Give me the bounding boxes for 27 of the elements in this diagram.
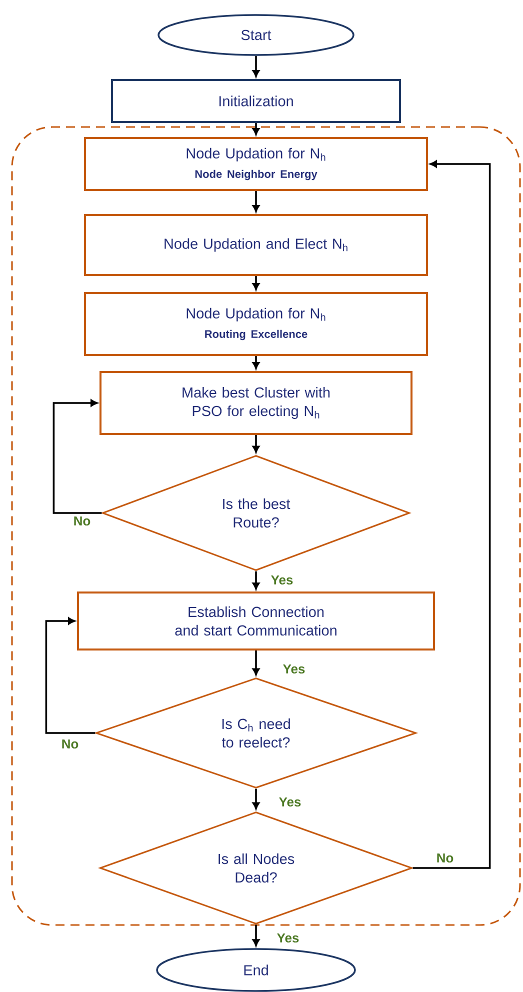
- process-box: Make best Cluster with PSO for electing N$_{h}$: [100, 371, 412, 435]
- edge-label: No: [437, 853, 454, 863]
- arrow: [252, 435, 260, 453]
- edge-label: No: [74, 516, 90, 526]
- dashed-region: [11, 126, 521, 926]
- arrow: [412, 160, 491, 869]
- arrow: [252, 191, 260, 212]
- arrow: [252, 276, 260, 290]
- process-box: Initialization: [111, 79, 401, 123]
- arrow: [252, 788, 260, 810]
- arrow: [252, 571, 260, 590]
- arrow: [252, 924, 260, 946]
- edge-label: No: [62, 739, 78, 749]
- edge-label: Yes: [277, 933, 299, 943]
- edge-label: Yes: [283, 664, 305, 674]
- arrow: [252, 123, 260, 136]
- arrow: [45, 617, 96, 734]
- edge-label: Yes: [271, 575, 293, 585]
- process-box: Node Updation and Elect N$_{h}$: [84, 214, 428, 276]
- arrow: [52, 399, 102, 514]
- edge-label: Yes: [279, 797, 301, 807]
- arrow: [252, 650, 260, 676]
- arrow: [252, 56, 260, 78]
- arrow: [252, 356, 260, 370]
- process-box: Node Updation for N$_{h}$ Node Neighbor Energy: [84, 137, 428, 191]
- process-box: Establish Connection and start Communication: [77, 592, 435, 650]
- process-box: Node Updation for N$_{h}$ Routing Excellence: [84, 292, 428, 356]
